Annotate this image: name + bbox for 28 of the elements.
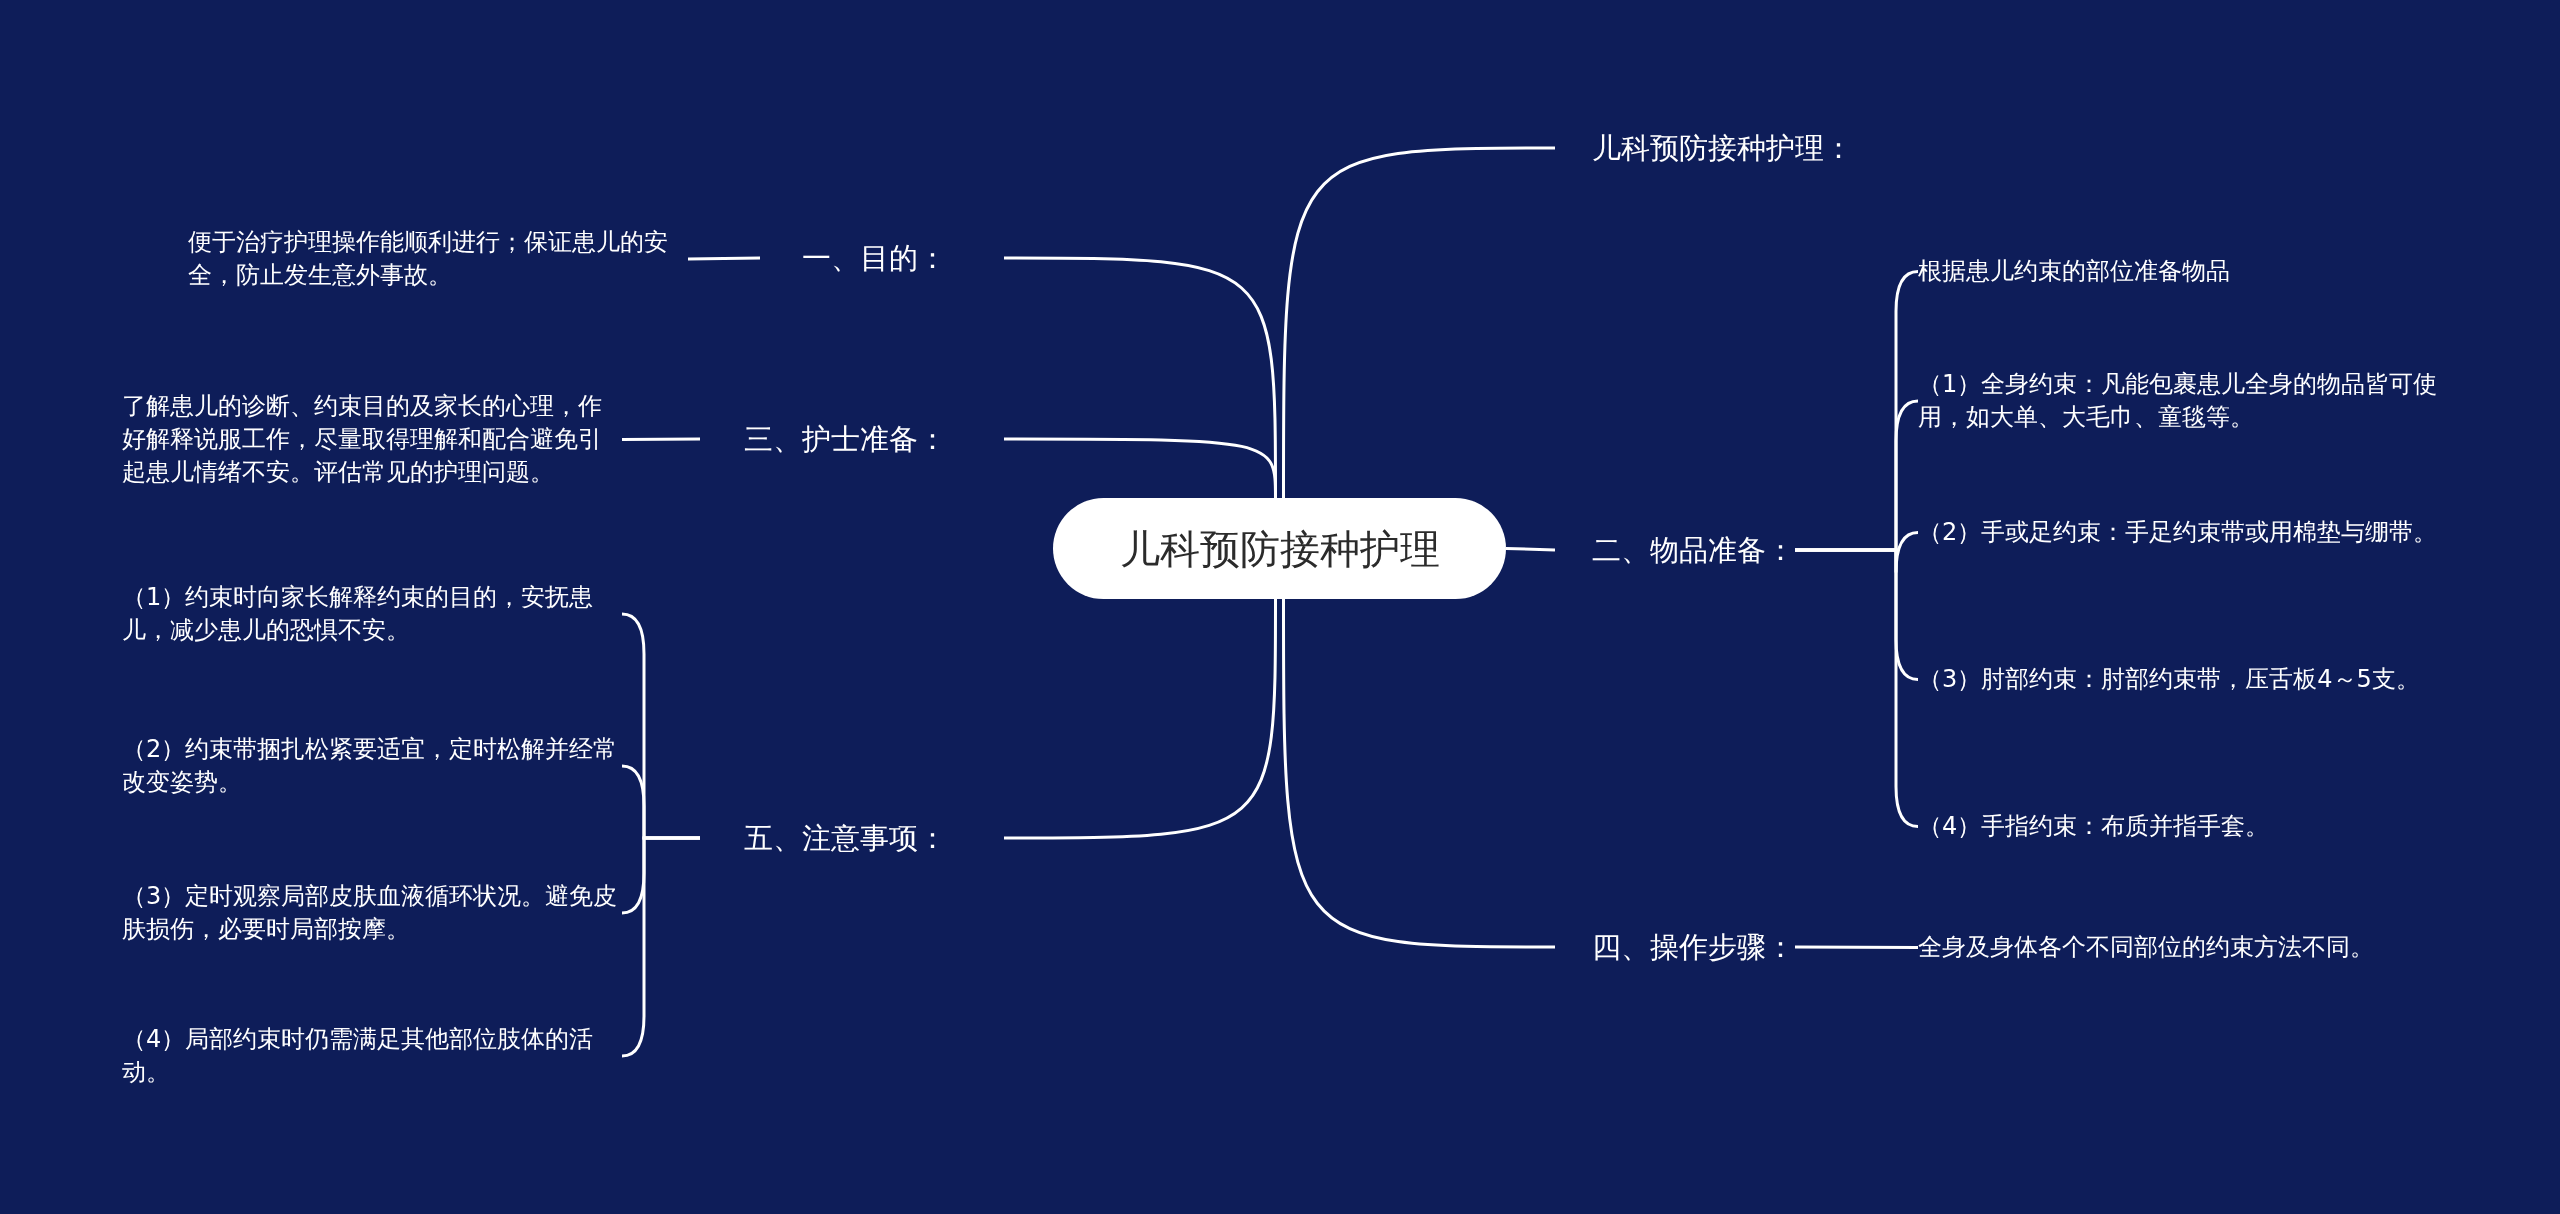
branch-line: [687, 256, 761, 261]
branch-topic: 三、护士准备：: [700, 419, 1004, 459]
branch-line: [621, 836, 700, 1058]
subtopic-text: （3）肘部约束：肘部约束带，压舌板4～5支。: [1918, 663, 2448, 696]
subtopic-text: 了解患儿的诊断、约束目的及家长的心理，作好解释说服工作，尽量取得理解和配合避免引起患儿情绪不安。评估常见的护理问题。: [122, 390, 622, 489]
subtopic-text: 根据患儿约束的部位准备物品: [1918, 255, 2448, 288]
central-topic: 儿科预防接种护理: [1053, 498, 1506, 599]
branch-topic: 四、操作步骤：: [1555, 927, 1795, 967]
branch-topic: 五、注意事项：: [700, 818, 1004, 858]
branch-line: [622, 437, 700, 441]
subtopic-text: 便于治疗护理操作能顺利进行；保证患儿的安全，防止发生意外事故。: [188, 226, 688, 292]
branch-line: [1282, 599, 1555, 949]
branch-topic: 二、物品准备：: [1555, 530, 1795, 570]
subtopic-text: （1）约束时向家长解释约束的目的，安抚患儿，减少患儿的恐惧不安。: [122, 581, 622, 647]
branch-line: [1795, 945, 1918, 949]
subtopic-text: （3）定时观察局部皮肤血液循环状况。避免皮肤损伤，必要时局部按摩。: [122, 880, 622, 946]
branch-line: [1795, 548, 1919, 828]
subtopic-text: （2）手或足约束：手足约束带或用棉垫与绷带。: [1918, 516, 2448, 549]
branch-line: [1282, 146, 1555, 498]
subtopic-text: （4）局部约束时仍需满足其他部位肢体的活动。: [122, 1023, 622, 1089]
subtopic-text: 全身及身体各个不同部位的约束方法不同。: [1918, 931, 2478, 964]
branch-line: [1505, 547, 1556, 552]
branch-topic: 一、目的：: [760, 238, 1004, 278]
branch-topic: 儿科预防接种护理：: [1555, 128, 1853, 168]
subtopic-text: （2）约束带捆扎松紧要适宜，定时松解并经常改变姿势。: [122, 733, 622, 799]
branch-line: [1004, 599, 1277, 840]
subtopic-text: （4）手指约束：布质并指手套。: [1918, 810, 2448, 843]
subtopic-text: （1）全身约束：凡能包裹患儿全身的物品皆可使用，如大单、大毛巾、童毯等。: [1918, 368, 2448, 434]
